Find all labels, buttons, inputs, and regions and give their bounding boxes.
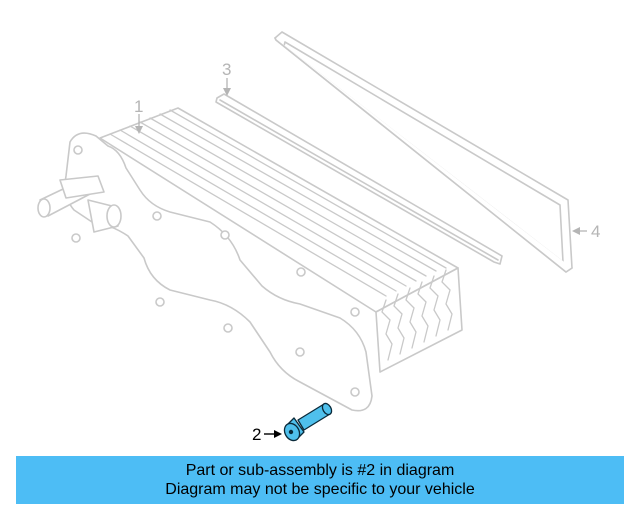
oil-cooler-part-1 (37, 107, 463, 412)
banner-line-2: Diagram may not be specific to your vehi… (165, 481, 475, 498)
seal-strip-part-3 (215, 93, 503, 265)
banner-line-1: Part or sub-assembly is #2 in diagram (185, 462, 455, 479)
parts-diagram: 1 3 4 2 (37, 31, 600, 444)
cooler-fins (109, 109, 453, 361)
svg-text:2: 2 (252, 425, 261, 444)
plate-holes (71, 145, 360, 397)
svg-text:1: 1 (134, 97, 143, 116)
info-banner: Part or sub-assembly is #2 in diagram Di… (16, 456, 624, 504)
pipe-fittings (37, 175, 122, 233)
svg-text:3: 3 (222, 60, 231, 79)
gasket-part-4 (274, 31, 573, 273)
callout-4[interactable]: 4 (572, 222, 600, 241)
callout-2[interactable]: 2 (252, 425, 282, 444)
callout-1[interactable]: 1 (134, 97, 143, 134)
callout-3[interactable]: 3 (222, 60, 231, 96)
bolt-part-2[interactable] (281, 402, 333, 443)
svg-text:4: 4 (591, 222, 600, 241)
